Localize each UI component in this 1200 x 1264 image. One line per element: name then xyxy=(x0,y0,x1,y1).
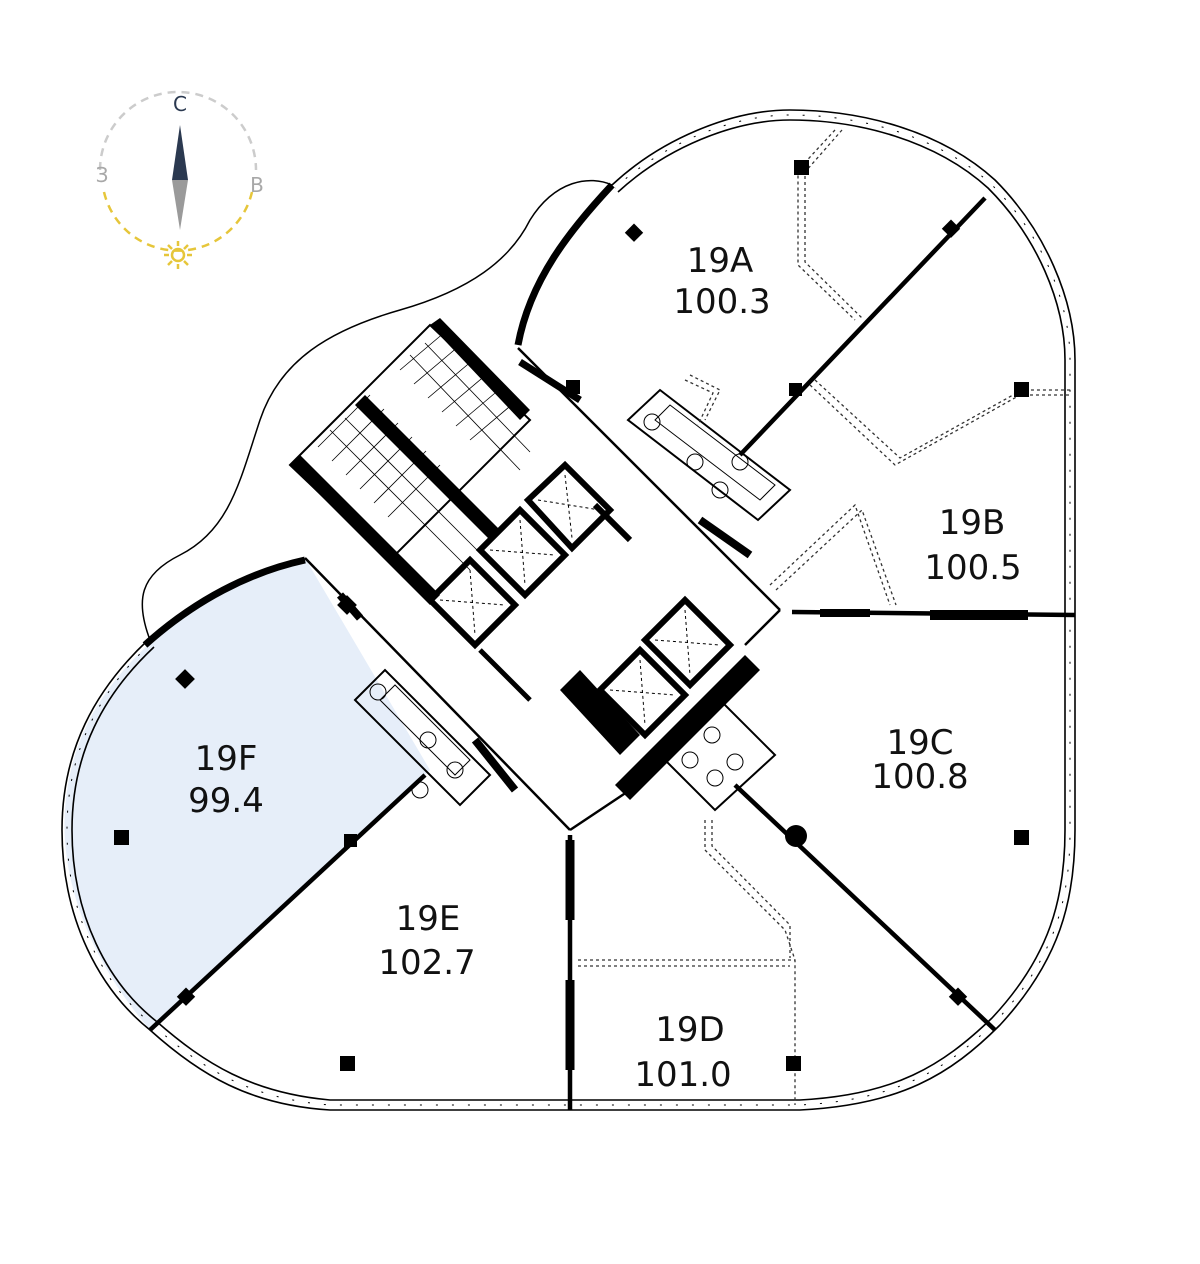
terrace-outline xyxy=(141,179,613,641)
unit-19a-id: 19A xyxy=(687,241,754,281)
unit-19d-area: 101.0 xyxy=(634,1055,731,1095)
compass-north-label: С xyxy=(173,92,187,116)
column xyxy=(1014,830,1029,845)
column xyxy=(786,1056,801,1071)
unit-19a-area: 100.3 xyxy=(673,282,770,322)
unit-19f-id: 19F xyxy=(195,739,258,779)
wall-19f-curve xyxy=(142,556,306,648)
building-core xyxy=(288,318,792,832)
column xyxy=(789,383,802,396)
column xyxy=(794,160,809,175)
unit-19e-id: 19E xyxy=(396,899,461,939)
restroom-block-left xyxy=(353,668,492,807)
elevator-shafts xyxy=(425,460,735,740)
unit-19d-id: 19D xyxy=(655,1010,724,1050)
north-needle xyxy=(172,125,188,180)
column xyxy=(1014,382,1029,397)
unit-19c-id: 19C xyxy=(886,723,953,763)
unit-19e-area: 102.7 xyxy=(378,943,475,983)
south-needle xyxy=(172,180,188,230)
unit-19d[interactable]: 19D 101.0 xyxy=(634,1010,731,1095)
compass-east-label: В xyxy=(250,173,264,197)
column xyxy=(948,987,968,1006)
column xyxy=(114,830,129,845)
column xyxy=(176,987,196,1006)
compass-west-label: З xyxy=(96,163,109,187)
column xyxy=(340,1056,355,1071)
restroom-block-upper xyxy=(626,388,792,522)
column xyxy=(344,834,357,847)
column xyxy=(785,825,807,847)
unit-19b-area: 100.5 xyxy=(924,548,1021,588)
sun-icon xyxy=(164,241,192,269)
columns xyxy=(114,160,1029,1071)
wall-19a-curve xyxy=(514,182,615,346)
column xyxy=(941,219,961,238)
restroom-block-lower xyxy=(658,698,777,812)
column xyxy=(624,223,644,242)
unit-19a[interactable]: 19A 100.3 xyxy=(673,241,770,322)
unit-19e[interactable]: 19E 102.7 xyxy=(378,899,475,983)
facade xyxy=(61,109,1076,1111)
dashed-partitions xyxy=(578,129,1070,1105)
unit-19c-area: 100.8 xyxy=(871,757,968,797)
unit-19f-area: 99.4 xyxy=(188,781,264,821)
unit-19b-id: 19B xyxy=(939,503,1006,543)
unit-19f-fill xyxy=(64,558,430,1030)
partition-walls xyxy=(148,196,1076,1110)
unit-19b[interactable]: 19B 100.5 xyxy=(924,503,1021,588)
compass: С З В xyxy=(96,90,264,269)
unit-19f[interactable]: 19F 99.4 xyxy=(188,739,264,821)
unit-19c[interactable]: 19C 100.8 xyxy=(871,723,968,797)
column xyxy=(566,380,580,394)
column xyxy=(337,595,357,615)
